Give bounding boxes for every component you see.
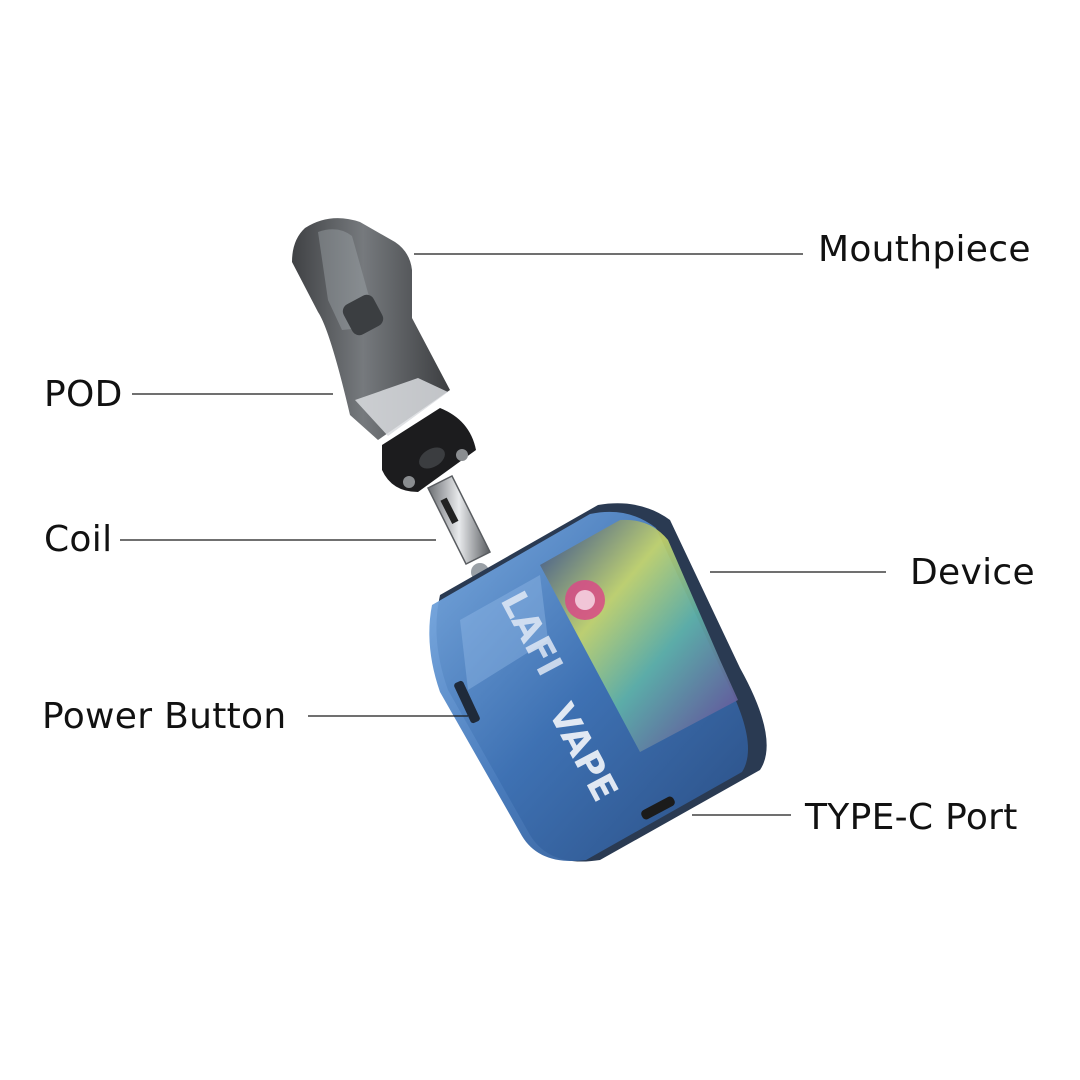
coil-base-graphic bbox=[382, 408, 476, 492]
type-c-port-label: TYPE-C Port bbox=[805, 797, 1018, 838]
leader-lines bbox=[120, 253, 886, 816]
device-graphic: LAFI VAPE bbox=[429, 503, 767, 862]
mouthpiece-label: Mouthpiece bbox=[818, 229, 1031, 270]
device-label: Device bbox=[910, 552, 1035, 593]
pod-graphic bbox=[292, 218, 450, 440]
power-button-label: Power Button bbox=[42, 696, 287, 737]
coil-label: Coil bbox=[44, 519, 113, 560]
pod-label: POD bbox=[44, 374, 123, 415]
coil-graphic bbox=[426, 474, 492, 581]
